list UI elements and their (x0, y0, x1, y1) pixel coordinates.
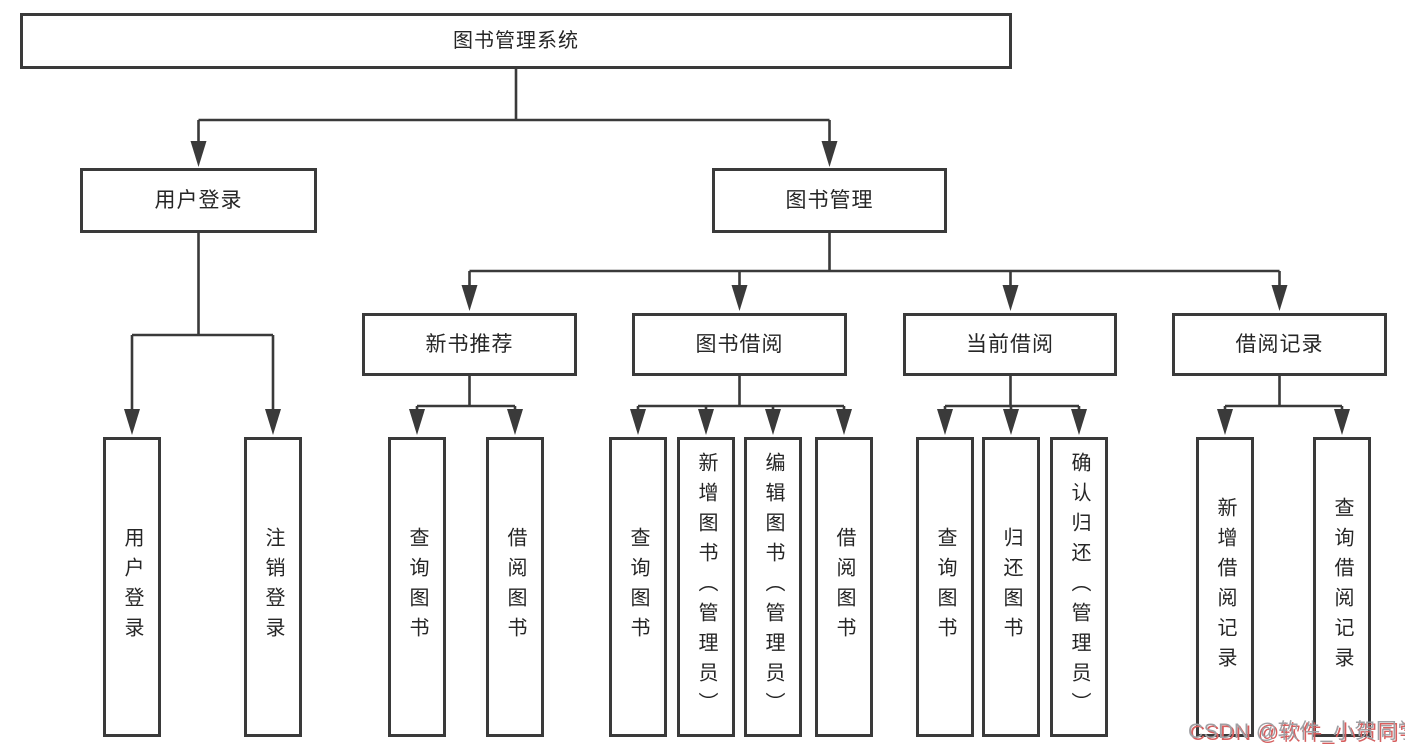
node-book-management: 图书管理 (712, 168, 947, 233)
arrowhead-icon (190, 141, 207, 167)
arrowhead-icon (836, 409, 852, 435)
leaf-user-login: 用户登录 (103, 437, 161, 737)
arrowhead-icon (765, 409, 781, 435)
leaf-query-borrow-record: 查询借阅记录 (1313, 437, 1371, 737)
arrowhead-icon (409, 409, 425, 435)
arrowhead-icon (1334, 409, 1350, 435)
connector-currentborrow-branch (943, 376, 1081, 414)
arrowhead-icon (698, 409, 714, 435)
node-borrowing-records: 借阅记录 (1172, 313, 1387, 376)
arrowhead-icon (731, 285, 748, 311)
arrowhead-icon (1003, 409, 1019, 435)
node-user-login: 用户登录 (80, 168, 317, 233)
arrowhead-icon (461, 285, 478, 311)
leaf-return-books: 归还图书 (982, 437, 1040, 737)
node-book-borrowing: 图书借阅 (632, 313, 847, 376)
arrowhead-icon (1002, 285, 1019, 311)
leaf-query-books-borrowing: 查询图书 (609, 437, 667, 737)
leaf-add-borrow-record: 新增借阅记录 (1196, 437, 1254, 737)
arrowhead-icon (1271, 285, 1288, 311)
node-current-borrowing: 当前借阅 (903, 313, 1117, 376)
arrowhead-icon (507, 409, 523, 435)
arrowhead-icon (630, 409, 646, 435)
leaf-add-book-admin: 新增图书（管理员） (677, 437, 735, 737)
connector-root-trunk (197, 69, 831, 146)
connector-bookborrow-branch (636, 376, 846, 414)
arrowhead-icon (821, 141, 838, 167)
leaf-edit-book-admin: 编辑图书（管理员） (744, 437, 802, 737)
leaf-borrow-books: 借阅图书 (815, 437, 873, 737)
arrowhead-icon (265, 409, 281, 435)
arrowhead-icon (1071, 409, 1087, 435)
arrowhead-icon (1217, 409, 1233, 435)
connector-newbookrec-branch (415, 376, 517, 414)
leaf-logout: 注销登录 (244, 437, 302, 737)
connector-borrowrecord-branch (1223, 376, 1344, 414)
arrowheads (124, 141, 1350, 435)
node-new-book-recommendation: 新书推荐 (362, 313, 577, 376)
leaf-confirm-return-admin: 确认归还（管理员） (1050, 437, 1108, 737)
connector-userlogin-branch (130, 233, 275, 414)
leaf-query-books-current: 查询图书 (916, 437, 974, 737)
arrowhead-icon (124, 409, 140, 435)
leaf-borrow-books-recommendation: 借阅图书 (486, 437, 544, 737)
node-library-management-system: 图书管理系统 (20, 13, 1012, 69)
connector-bookmgmt-branch (468, 233, 1281, 290)
csdn-watermark: CSDN @软件_小贺同学 (1188, 720, 1405, 743)
leaf-query-books-recommendation: 查询图书 (388, 437, 446, 737)
arrowhead-icon (937, 409, 953, 435)
